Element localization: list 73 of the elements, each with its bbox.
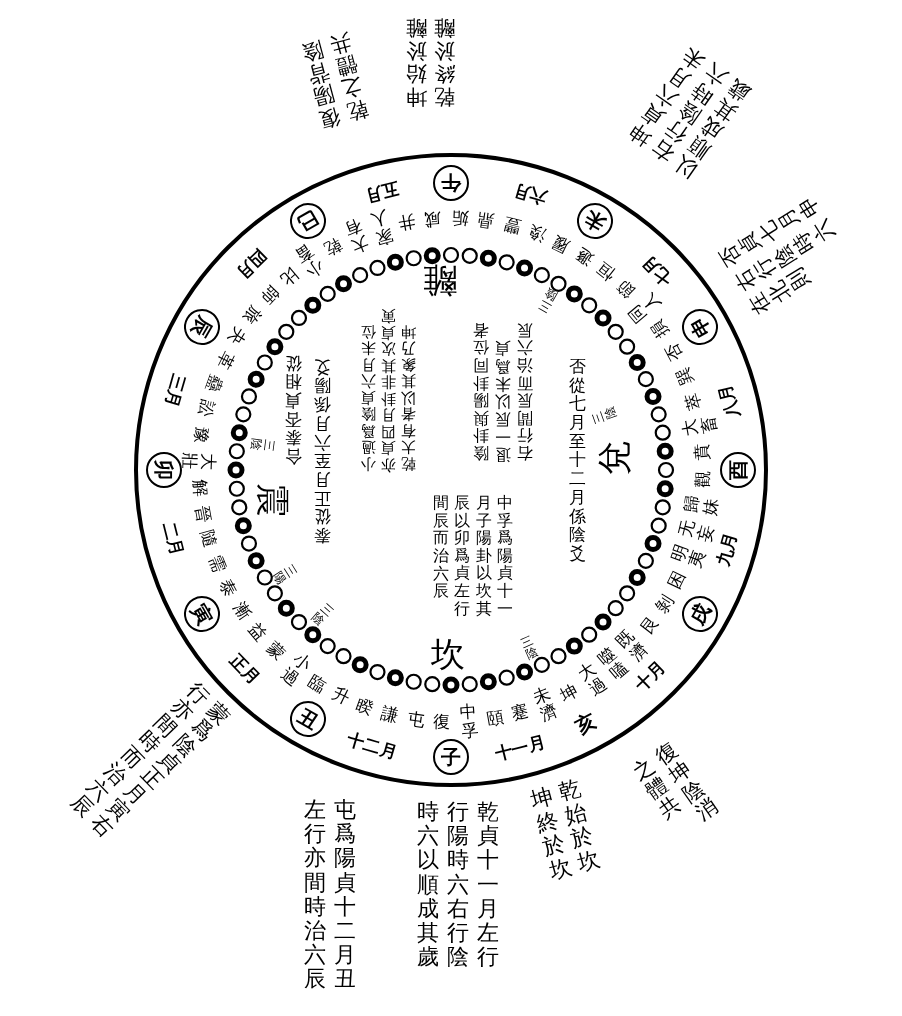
small-label: 三陽	[270, 562, 300, 588]
month-label: 六月	[511, 180, 549, 208]
hexagram-name: 頤	[484, 707, 506, 729]
hexagram-name: 无妄	[675, 517, 716, 544]
annotation-text: 乾貞十一月左行	[476, 800, 500, 970]
note-text: 右行間辰而治六辰	[516, 321, 533, 463]
hexagram-name: 大壯	[180, 451, 219, 471]
annotation-text: 時六以順成其歲	[416, 800, 440, 970]
hexagram-name: 萃	[681, 389, 705, 412]
hexagram-name: 隨	[197, 528, 221, 551]
trigram-name: 坎	[430, 636, 466, 674]
hexagram-name: 解	[189, 478, 210, 498]
hexagram-name: 歸妹	[680, 493, 721, 517]
note-text: 退一辰以未爲貞	[494, 339, 512, 463]
note-text: 泰從正月至六月係陽爻	[313, 358, 331, 546]
small-label: 三陰	[308, 600, 336, 630]
hexagram-name: 咸	[423, 208, 443, 229]
hexagram-name: 中孚	[458, 702, 479, 741]
hexagram-name: 巽	[672, 363, 697, 388]
hexagram-name: 蹇	[509, 700, 532, 724]
trigram-name: 震	[253, 482, 291, 518]
hexagram-name: 蠱	[202, 372, 226, 396]
hexagram-name: 晉	[192, 503, 214, 525]
small-label: 三陰	[590, 404, 620, 426]
hexagram-name: 家人	[368, 207, 396, 249]
hexagram-name: 井	[396, 211, 418, 233]
branch-circle: 卯	[146, 452, 182, 488]
trigram-name: 兌	[596, 440, 634, 476]
note-text: 辰以卯爲貞左行	[453, 494, 471, 618]
annotation-text: 行陽時六右行陰	[446, 800, 470, 970]
annotation-text: 乾終於離	[433, 15, 456, 109]
note-text: 亦貞四月卦非其次貞寅	[380, 307, 396, 473]
branch-circle: 酉	[720, 452, 756, 488]
hexagram-name: 睽	[353, 694, 377, 719]
note-text: 否從七月至十二月係陰爻	[568, 357, 586, 563]
note-text: 月子陽卦以坎其	[475, 494, 493, 618]
month-label: 十一月	[493, 733, 548, 764]
branch-circle: 午	[433, 165, 469, 201]
trigram-name: 離	[422, 261, 458, 299]
hexagram-name: 姤	[450, 208, 469, 228]
small-label: 三陰	[248, 437, 276, 453]
hexagram-name: 訟	[195, 398, 218, 420]
annotation-text: 屯爲陽貞十二月丑	[333, 798, 357, 992]
branch-circle: 子	[433, 739, 469, 775]
hexagram-name: 屯	[405, 709, 427, 731]
small-label: 三陰	[518, 633, 542, 663]
hexagram-name: 渙	[525, 221, 549, 245]
hexagram-name: 豫	[190, 424, 212, 446]
month-label: 三月	[161, 371, 189, 410]
hexagram-name: 鼎	[475, 209, 497, 231]
branch-label: 亥	[571, 709, 600, 738]
note-text: 合泰否貞相從	[284, 353, 302, 467]
small-label: 三陰	[536, 285, 560, 315]
note-text: 小過爲陰貞六月未位	[359, 324, 376, 473]
month-label: 二月	[159, 520, 186, 559]
note-text: 陰卦與陽卦同位者	[473, 321, 490, 463]
hexagram-name: 豐	[501, 214, 523, 237]
hexagram-name: 謙	[379, 703, 401, 726]
note-text: 乾大有者以其象乃坤	[400, 324, 417, 473]
hexagram-name: 復	[432, 712, 452, 732]
note-text: 中孚爲陽貞十一	[497, 494, 514, 618]
month-label: 十二月	[344, 729, 399, 762]
month-label: 五月	[362, 178, 401, 205]
month-label: 七月	[638, 251, 676, 290]
hexagram-name: 明夷	[667, 541, 709, 571]
annotation-text: 坤始於離	[404, 15, 427, 109]
annotation-text: 左行亦間時治六辰	[303, 798, 327, 992]
hexagram-name: 賁	[692, 442, 713, 462]
month-label: 正月	[226, 650, 264, 689]
hexagram-name: 損	[647, 316, 673, 342]
note-text: 間辰而治六辰	[432, 494, 449, 600]
hexagram-name: 需	[205, 552, 230, 577]
month-label: 四月	[232, 245, 271, 283]
